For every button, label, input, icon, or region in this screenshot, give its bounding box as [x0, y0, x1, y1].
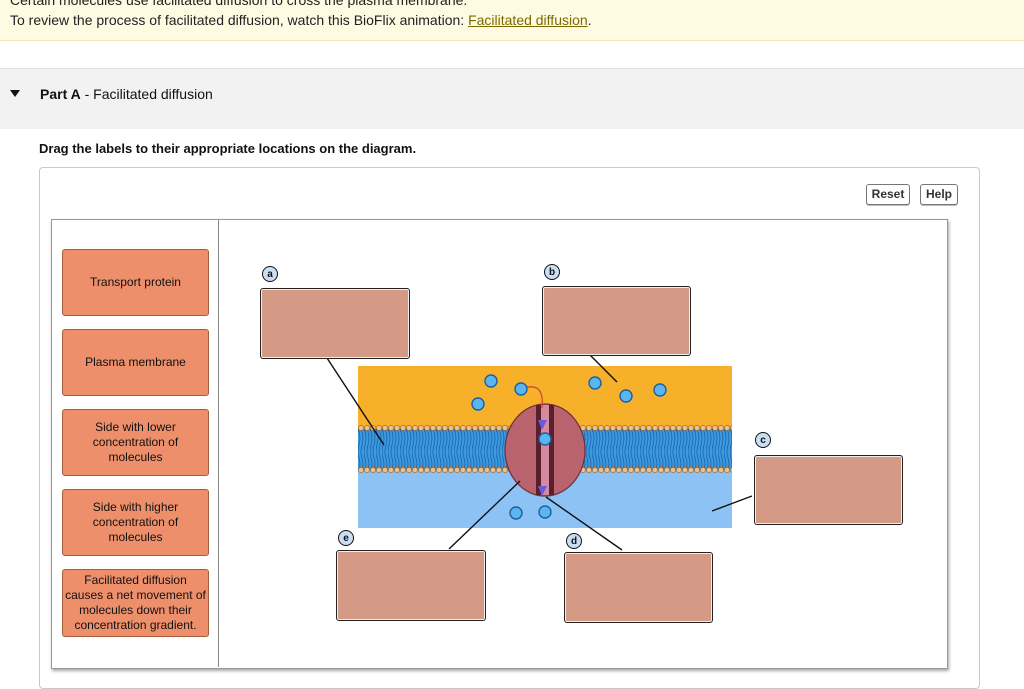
divider — [0, 68, 1024, 69]
arrow-head-bottom — [538, 486, 547, 496]
drop-target-e[interactable] — [336, 550, 486, 621]
part-header[interactable]: Part A - Facilitated diffusion — [0, 69, 1024, 129]
drop-target-c[interactable] — [754, 455, 903, 525]
label-lower-concentration[interactable]: Side with lower concentration of molecul… — [62, 409, 209, 476]
intro-banner: Certain molecules use facilitated diffus… — [0, 0, 1024, 41]
target-badge-c: c — [755, 432, 771, 448]
label-bank-divider — [218, 220, 219, 667]
bioflix-link[interactable]: Facilitated diffusion — [468, 12, 588, 28]
reset-button[interactable]: Reset — [866, 184, 910, 205]
instructions: Drag the labels to their appropriate loc… — [39, 141, 417, 156]
arrow-head-top — [538, 420, 547, 430]
intro-suffix: . — [587, 12, 592, 28]
target-badge-e: e — [338, 530, 354, 546]
transport-protein-shape — [504, 403, 586, 497]
intro-line-2: To review the process of facilitated dif… — [10, 12, 592, 28]
collapse-triangle-icon[interactable] — [10, 90, 20, 97]
target-badge-a: a — [262, 266, 278, 282]
part-title: Part A - Facilitated diffusion — [40, 86, 213, 102]
label-transport-protein[interactable]: Transport protein — [62, 249, 209, 316]
label-higher-concentration[interactable]: Side with higher concentration of molecu… — [62, 489, 209, 556]
drop-target-b[interactable] — [542, 286, 691, 356]
intro-line-1: Certain molecules use facilitated diffus… — [10, 0, 468, 8]
solute-molecules — [471, 374, 667, 520]
help-button[interactable]: Help — [920, 184, 958, 205]
part-label: Part A — [40, 86, 81, 102]
target-badge-d: d — [566, 533, 582, 549]
drop-target-a[interactable] — [260, 288, 410, 359]
label-facilitated-diffusion[interactable]: Facilitated diffusion causes a net movem… — [62, 569, 209, 637]
target-badge-b: b — [544, 264, 560, 280]
leader-lines — [326, 354, 753, 551]
part-separator: - — [80, 86, 94, 102]
label-plasma-membrane[interactable]: Plasma membrane — [62, 329, 209, 396]
drop-target-d[interactable] — [564, 552, 713, 623]
part-name: Facilitated diffusion — [93, 86, 213, 102]
intro-text: To review the process of facilitated dif… — [10, 12, 469, 28]
